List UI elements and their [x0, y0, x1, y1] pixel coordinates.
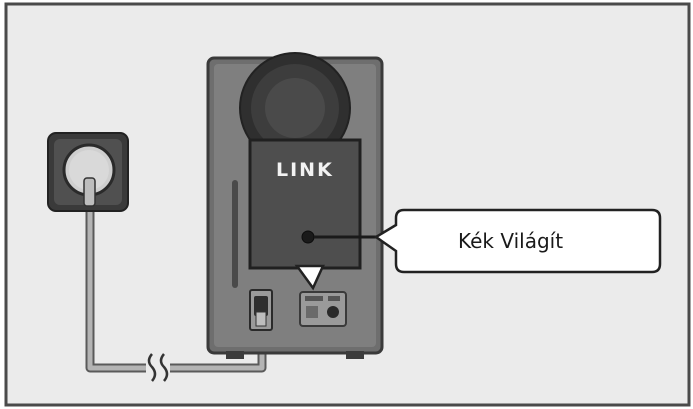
callout-text: Kék Világít	[458, 229, 563, 253]
panel-pointer	[294, 264, 325, 291]
cable-break-icon	[146, 353, 170, 382]
link-indicator-led-icon	[301, 230, 315, 244]
panel-label: LINK	[276, 159, 334, 181]
callout-box: Kék Világít	[373, 208, 662, 274]
wall-outlet-icon	[47, 132, 129, 212]
link-panel: LINK	[248, 138, 362, 270]
